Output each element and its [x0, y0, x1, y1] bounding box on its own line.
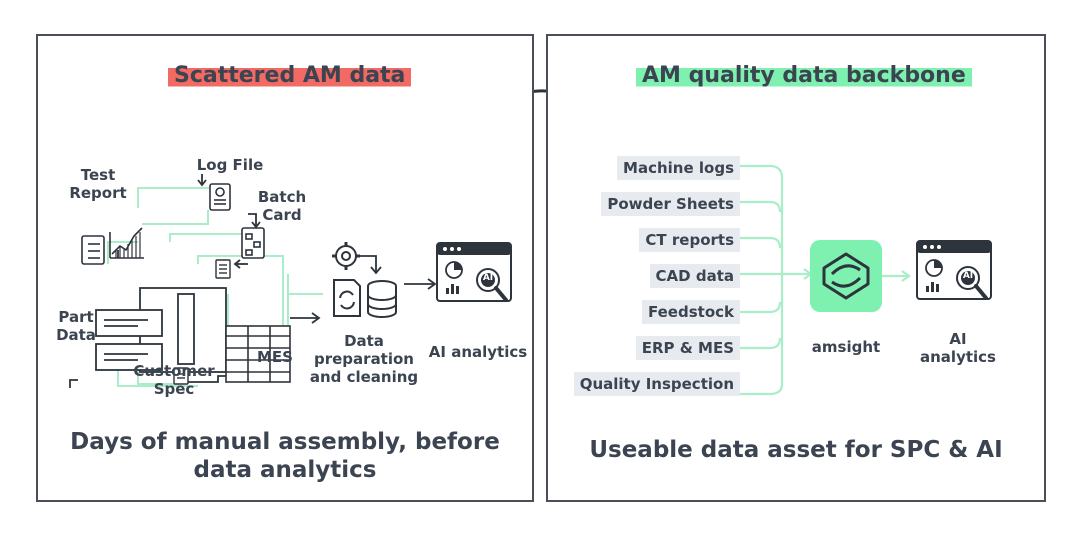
source-tag: Quality Inspection	[573, 372, 740, 396]
right-title: AM quality data backbone	[636, 62, 972, 90]
label-part-data: Part Data	[56, 308, 96, 344]
source-tag: Feedstock	[642, 300, 740, 324]
label-ai-analytics-right: AI analytics	[920, 330, 996, 366]
ai-analytics-window-icon	[436, 242, 512, 302]
arrow-hub-to-ai	[882, 270, 911, 282]
label-mes: MES	[257, 348, 293, 366]
label-ai-analytics-left: AI analytics	[428, 343, 528, 361]
ai-analytics-window-icon	[916, 240, 992, 300]
right-caption: Useable data asset for SPC & AI	[589, 437, 1003, 463]
label-batch-card: Batch Card	[257, 188, 307, 224]
source-tag: CAD data	[649, 264, 740, 288]
source-tag: Powder Sheets	[601, 192, 740, 216]
scattered-documents-diagram	[69, 174, 323, 388]
left-ai-badge: AI	[482, 273, 494, 283]
left-title: Scattered AM data	[168, 62, 412, 90]
source-tag: Machine logs	[617, 156, 740, 180]
source-list: Machine logs Powder Sheets CT reports CA…	[573, 154, 740, 404]
source-connectors	[740, 164, 813, 396]
amsight-logo-icon	[810, 240, 882, 312]
label-data-preparation: Data preparation and cleaning	[309, 332, 419, 386]
data-preparation-icon	[332, 242, 397, 318]
label-amsight: amsight	[811, 338, 881, 356]
right-panel: AM quality data backbone Machine logs Po…	[546, 34, 1046, 502]
label-test-report: Test Report	[69, 166, 127, 202]
source-tag: CT reports	[639, 228, 740, 252]
source-tag: ERP & MES	[635, 336, 740, 360]
arrow-prep-to-ai	[404, 278, 437, 290]
label-log-file: Log File	[196, 156, 264, 174]
right-ai-badge: AI	[962, 271, 974, 281]
left-panel: Scattered AM data	[36, 34, 534, 502]
label-customer-spec: Customer Spec	[133, 362, 215, 398]
left-caption: Days of manual assembly, before data ana…	[70, 429, 500, 483]
